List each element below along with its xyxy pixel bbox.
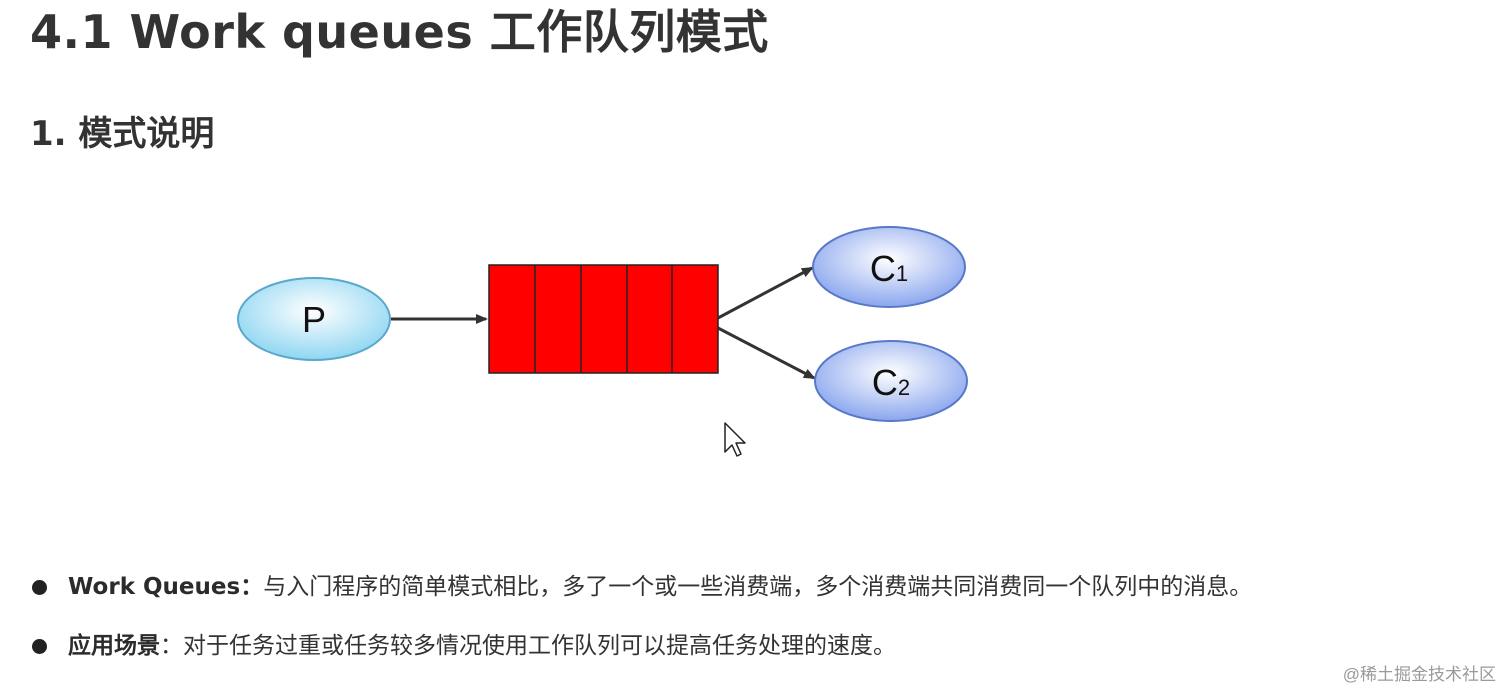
consumer-2-label: C2	[872, 362, 910, 403]
bullet-text: 与入门程序的简单模式相比，多了一个或一些消费端，多个消费端共同消费同一个队列中的…	[263, 574, 1253, 600]
consumer-1-label: C1	[870, 248, 908, 289]
producer-node: P	[237, 277, 391, 361]
bullet-text: 对于任务过重或任务较多情况使用工作队列可以提高任务处理的速度。	[183, 633, 896, 659]
bullet-item-work-queues: Work Queues：与入门程序的简单模式相比，多了一个或一些消费端，多个消费…	[30, 572, 1252, 602]
section-title: 1. 模式说明	[30, 114, 215, 154]
consumer-1-index: 1	[896, 261, 908, 286]
consumer-node-2: C2	[814, 340, 968, 422]
bullet-list: Work Queues：与入门程序的简单模式相比，多了一个或一些消费端，多个消费…	[30, 572, 1252, 661]
bullet-term: Work Queues	[68, 574, 241, 600]
bullet-dot-icon	[32, 580, 47, 595]
arrow-queue-to-consumer-2	[717, 326, 816, 380]
bullet-separator: ：	[240, 574, 264, 600]
queue	[488, 264, 719, 374]
mouse-cursor-icon	[724, 422, 746, 457]
consumer-node-1: C1	[812, 226, 966, 308]
bullet-term: 应用场景	[68, 633, 160, 659]
queue-body	[488, 264, 719, 374]
arrow-queue-to-consumer-1	[717, 266, 814, 320]
producer-label: P	[302, 299, 326, 340]
consumer-2-letter: C	[872, 362, 898, 403]
bullet-item-scenario: 应用场景：对于任务过重或任务较多情况使用工作队列可以提高任务处理的速度。	[30, 631, 1252, 661]
consumer-2-index: 2	[898, 375, 910, 400]
consumer-1-letter: C	[870, 248, 896, 289]
page-title: 4.1 Work queues 工作队列模式	[30, 5, 769, 59]
watermark: @稀土掘金技术社区	[1342, 665, 1496, 684]
bullet-separator: ：	[160, 633, 183, 659]
bullet-dot-icon	[32, 639, 47, 654]
